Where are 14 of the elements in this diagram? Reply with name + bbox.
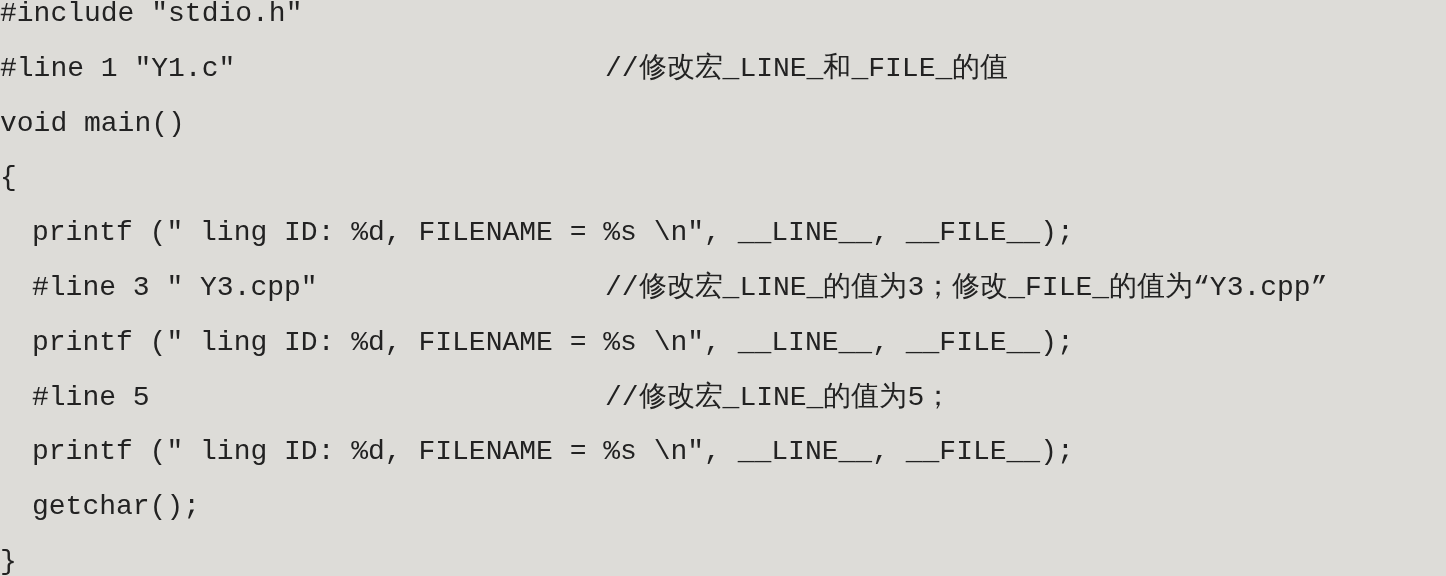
code-line: { xyxy=(0,162,17,195)
code-line: printf (" ling ID: %d, FILENAME = %s \n", __LINE__, __FILE__); xyxy=(32,217,1074,250)
code-line: #include "stdio.h" xyxy=(0,0,303,30)
code-line: getchar(); xyxy=(32,491,201,524)
code-line: } xyxy=(0,546,17,576)
code-comment: //修改宏_LINE_的值为5； xyxy=(605,381,953,414)
code-line: #line 3 " Y3.cpp" xyxy=(32,272,318,304)
code-line: printf (" ling ID: %d, FILENAME = %s \n", __LINE__, __FILE__); xyxy=(32,436,1074,469)
code-line: printf (" ling ID: %d, FILENAME = %s \n", __LINE__, __FILE__); xyxy=(32,326,1074,359)
code-line: void main() xyxy=(0,107,185,140)
code-comment: //修改宏_LINE_的值为3；修改_FILE_的值为“Y3.cpp” xyxy=(605,272,1328,304)
code-line: #line 5 xyxy=(32,381,150,414)
code-line: #line 1 "Y1.c" xyxy=(0,52,236,85)
code-comment: //修改宏_LINE_和_FILE_的值 xyxy=(605,52,1009,85)
